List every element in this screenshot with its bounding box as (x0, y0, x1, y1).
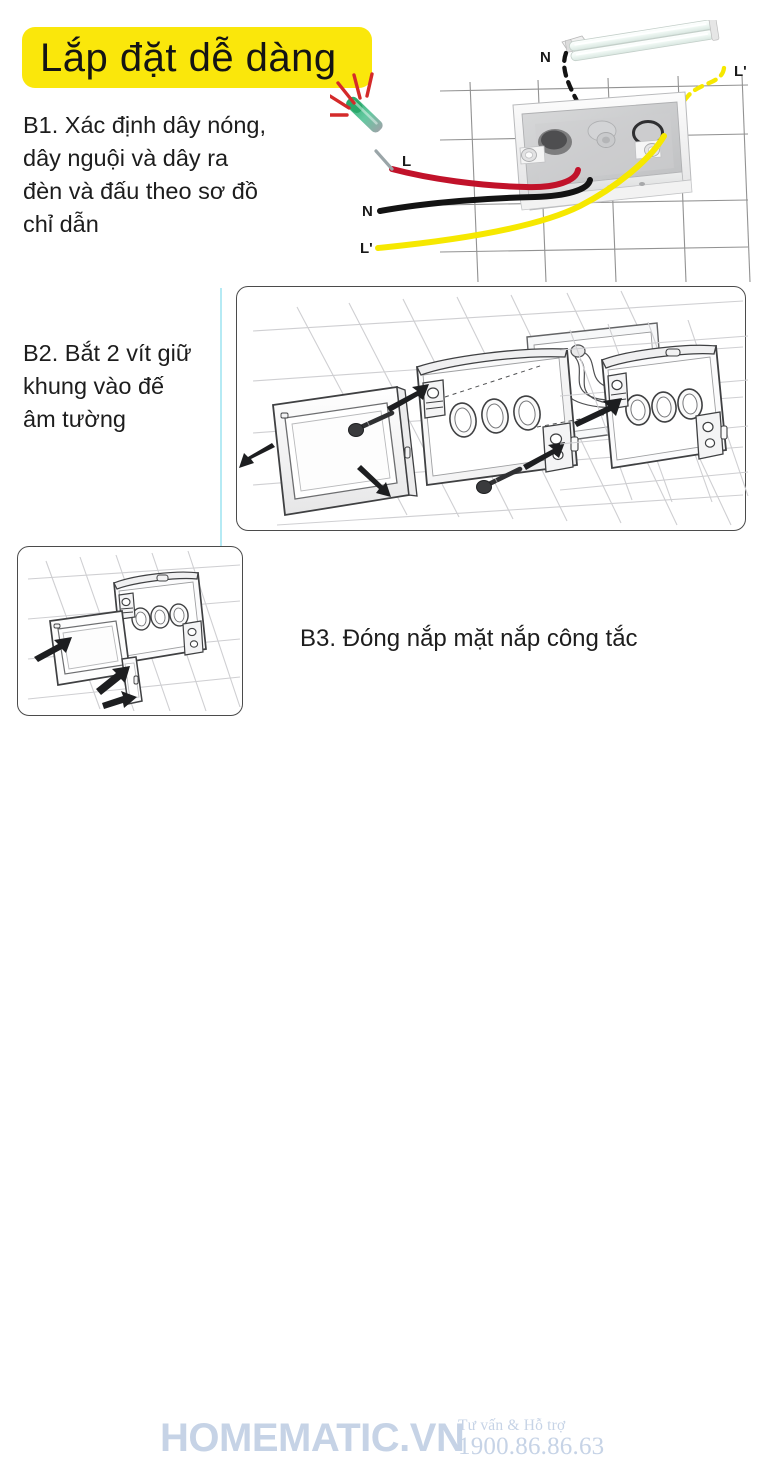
assembly-arrows (239, 384, 565, 497)
step-b3-text: B3. Đóng nắp mặt nắp công tắc (300, 625, 638, 652)
label-neutral-left: N (362, 203, 373, 220)
screw-upper (348, 410, 395, 437)
cover-frame-b3 (49, 610, 131, 686)
support-phone: 1900.86.86.63 (458, 1433, 605, 1461)
label-neutral-top: N (540, 49, 551, 66)
section-divider (220, 288, 222, 560)
page-title-badge: Lắp đặt dễ dàng (22, 27, 372, 88)
footer-watermark: HOMEMATIC.VN Tư vấn & Hỗ trợ 1900.86.86.… (0, 706, 760, 1460)
switch-body-b3 (113, 571, 207, 664)
screw-lower (476, 466, 523, 494)
support-label: Tư vấn & Hỗ trợ (458, 1417, 566, 1434)
spark-icon (330, 72, 374, 117)
assembled-switch-body (601, 344, 728, 470)
assembly-arrow-right (574, 398, 622, 427)
label-lamp-top: L' (734, 63, 747, 80)
label-live-left: L (402, 153, 411, 170)
switch-module-middle (416, 347, 579, 487)
brand-watermark: HOMEMATIC.VN (160, 1416, 465, 1460)
assembly-arrows-b3 (34, 637, 137, 709)
panel-b3-illustration (17, 546, 243, 716)
wire-live-solid (389, 166, 581, 191)
wire-neutral-solid (377, 177, 593, 214)
fluorescent-lamp (561, 20, 720, 62)
step-b2-text: B2. Bắt 2 vít giữ khung vào đế âm tường (23, 340, 192, 433)
wire-lamp-solid (375, 133, 667, 251)
wiring-diagram-figure: L N L' N L' (330, 20, 760, 285)
step-b1-text: B1. Xác định dây nóng, dây nguội và dây … (23, 112, 267, 238)
voltage-tester-pen (346, 96, 394, 171)
label-lamp-left: L' (360, 240, 373, 257)
page-title: Lắp đặt dễ dàng (40, 35, 337, 80)
support-block: Tư vấn & Hỗ trợ 1900.86.86.63 (458, 1417, 605, 1461)
switch-assembled-figure (560, 320, 750, 505)
infographic-root: Lắp đặt dễ dàng B1. Xác định dây nóng, d… (0, 20, 760, 1460)
